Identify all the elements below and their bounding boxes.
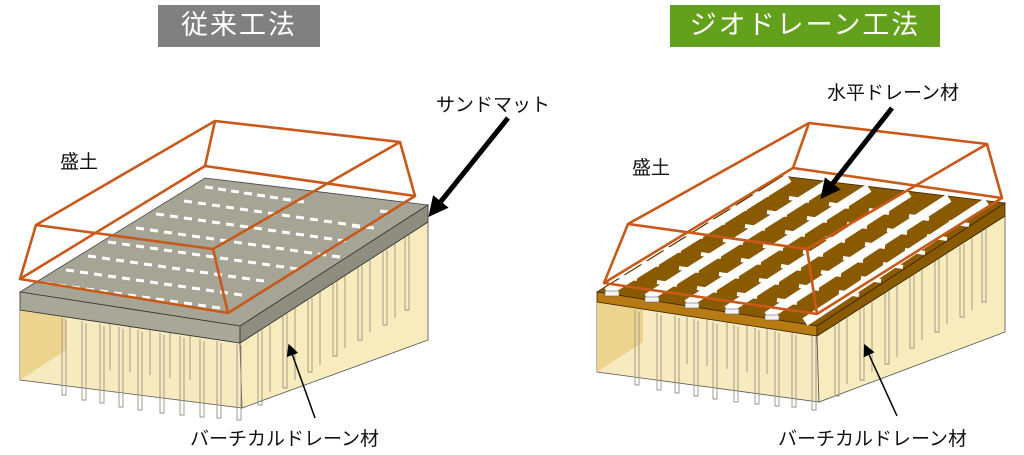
horizontal-drain-layer — [595, 174, 1007, 337]
vertical-drains — [61, 235, 410, 421]
vertical-drain-arrow-right — [863, 343, 898, 417]
vertical-drain-label-left: バーチカルドレーン材 — [190, 428, 380, 450]
vertical-drain-label-right: バーチカルドレーン材 — [778, 428, 968, 450]
embankment-label-right: 盛土 — [632, 157, 671, 179]
geodrain-method-diagram — [595, 121, 1007, 411]
sand-mat-label: サンドマット — [436, 94, 551, 116]
horizontal-drain-arrow — [820, 106, 894, 200]
vertical-drains — [634, 229, 987, 411]
embankment-label-left: 盛土 — [60, 151, 99, 173]
conventional-method-title: 従来工法 — [158, 5, 320, 47]
sand-mat-arrow — [428, 116, 510, 218]
embankment-outline — [602, 121, 1004, 316]
vertical-drain-arrow-left — [286, 343, 316, 419]
geodrain-method-title: ジオドレーン工法 — [670, 5, 940, 47]
horizontal-drain-label: 水平ドレーン材 — [827, 82, 960, 104]
conventional-method-diagram — [18, 119, 430, 421]
embankment-outline — [18, 119, 417, 315]
